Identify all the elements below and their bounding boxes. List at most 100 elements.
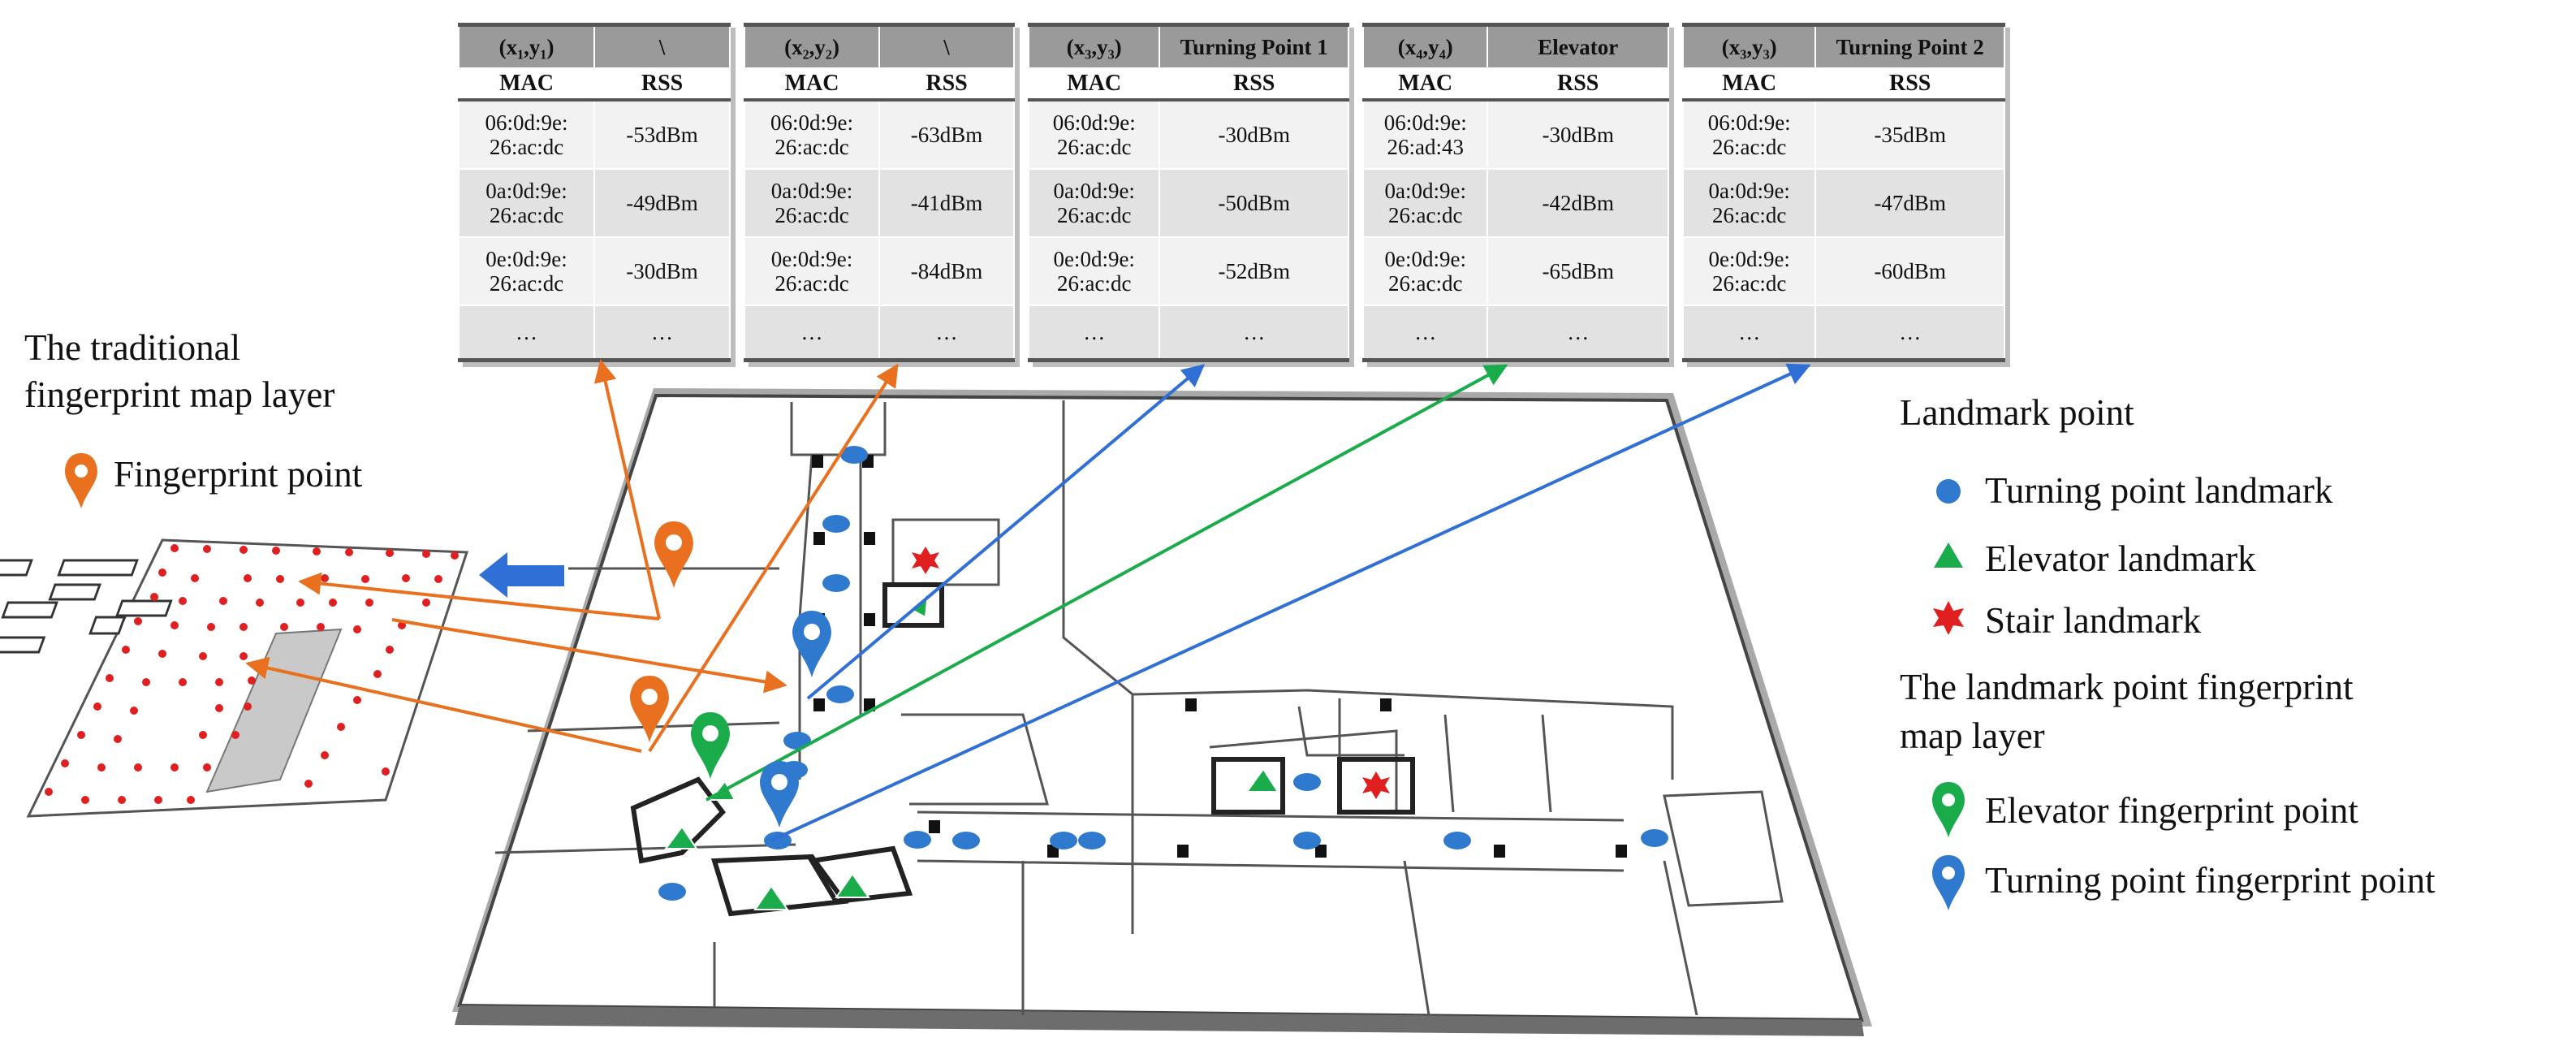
mac-cell: 0a:0d:9e: 26:ac:dc <box>1361 168 1489 238</box>
col-header-rss: RSS <box>878 67 1015 102</box>
table-label: Elevator <box>1486 23 1669 69</box>
col-header-mac: MAC <box>1361 67 1489 102</box>
rss-cell: -30dBm <box>1159 99 1349 170</box>
table-coord: (x₂,y₂) <box>743 23 881 69</box>
landmark-point-heading: Landmark point <box>1900 392 2134 433</box>
table-label: \ <box>878 23 1015 69</box>
rss-cell: -63dBm <box>878 99 1015 170</box>
col-header-rss: RSS <box>593 67 731 102</box>
table-label: Turning Point 1 <box>1159 23 1349 69</box>
elevator-landmark-icon <box>1934 542 1963 568</box>
stair-landmark-label: Stair landmark <box>1985 600 2202 641</box>
mac-cell: 06:0d:9e: 26:ac:dc <box>1681 99 1817 170</box>
floor-rooms <box>630 582 1415 917</box>
mac-cell: … <box>1361 305 1489 362</box>
col-header-mac: MAC <box>1681 67 1817 102</box>
mac-cell: … <box>743 305 881 362</box>
rss-cell: -49dBm <box>593 168 731 238</box>
col-header-mac: MAC <box>457 67 596 102</box>
elevator-landmark-label: Elevator landmark <box>1985 538 2256 579</box>
table-label: \ <box>593 23 731 69</box>
mac-cell: 0a:0d:9e: 26:ac:dc <box>457 168 596 238</box>
landmark-layer-title-line1: The landmark point fingerprint <box>1900 667 2354 707</box>
map-pin-blue-1 <box>792 611 831 677</box>
mac-cell: … <box>1027 305 1161 362</box>
mac-cell: … <box>1681 305 1817 362</box>
floor-plan <box>452 388 1872 1036</box>
mac-cell: 06:0d:9e: 26:ac:dc <box>743 99 881 170</box>
turning-point-1-link <box>806 364 1206 700</box>
rss-cell: -52dBm <box>1159 236 1349 306</box>
map-pin-blue-2 <box>760 761 799 828</box>
fingerprint-links <box>245 359 899 753</box>
mac-cell: 0a:0d:9e: 26:ac:dc <box>743 168 881 238</box>
col-header-rss: RSS <box>1486 67 1669 102</box>
mac-cell: 06:0d:9e: 26:ad:43 <box>1361 99 1489 170</box>
table-coord: (x₃,y₃) <box>1681 23 1817 69</box>
mac-cell: 0e:0d:9e: 26:ac:dc <box>1361 236 1489 306</box>
stair-landmark-icon <box>1933 601 1964 635</box>
mac-cell: 0e:0d:9e: 26:ac:dc <box>1027 236 1161 306</box>
elevator-link <box>705 364 1508 802</box>
mac-cell: 0e:0d:9e: 26:ac:dc <box>457 236 596 306</box>
rss-cell: -47dBm <box>1814 168 2005 238</box>
floor-walls <box>494 400 1784 1016</box>
rss-cell: -50dBm <box>1159 168 1349 238</box>
rss-cell: -60dBm <box>1814 236 2005 306</box>
floor-slab-top <box>457 393 1864 1022</box>
col-header-rss: RSS <box>1159 67 1349 102</box>
rss-cell: -30dBm <box>1486 99 1669 170</box>
turning-fingerprint-point-icon <box>1932 855 1965 910</box>
map-pin-orange-1 <box>654 521 693 588</box>
rss-cell: … <box>593 305 731 362</box>
turning-fingerprint-point-label: Turning point fingerprint point <box>1985 860 2436 901</box>
rss-cell: … <box>1814 305 2005 362</box>
turning-point-2-link <box>770 363 1811 842</box>
elevator-fingerprint-point-label: Elevator fingerprint point <box>1985 790 2358 831</box>
map-pin-orange-2 <box>630 676 669 742</box>
rss-cell: -30dBm <box>593 236 731 306</box>
table-coord: (x₁,y₁) <box>457 23 596 69</box>
mac-cell: 0a:0d:9e: 26:ac:dc <box>1027 168 1161 238</box>
rss-cell: -41dBm <box>878 168 1015 238</box>
turning-point-landmark-icon <box>1936 479 1961 504</box>
rss-cell: … <box>1486 305 1669 362</box>
rss-cell: -35dBm <box>1814 99 2005 170</box>
traditional-layer-title-line2: fingerprint map layer <box>24 374 335 415</box>
layer-arrow <box>479 552 564 598</box>
turning-point-landmark-label: Turning point landmark <box>1985 470 2333 511</box>
rss-cell: … <box>1159 305 1349 362</box>
rss-cell: -42dBm <box>1486 168 1669 238</box>
mac-cell: 0a:0d:9e: 26:ac:dc <box>1681 168 1817 238</box>
elevator-fingerprint-point-icon <box>1932 782 1965 837</box>
col-header-mac: MAC <box>1027 67 1161 102</box>
map-pin-green <box>691 712 730 779</box>
traditional-layer-title-line1: The traditional <box>24 327 241 368</box>
rss-cell: … <box>878 305 1015 362</box>
mac-cell: … <box>457 305 596 362</box>
mac-cell: 0e:0d:9e: 26:ac:dc <box>1681 236 1817 306</box>
rss-cell: -53dBm <box>593 99 731 170</box>
table-coord: (x₄,y₄) <box>1361 23 1489 69</box>
mac-cell: 06:0d:9e: 26:ac:dc <box>457 99 596 170</box>
table-label: Turning Point 2 <box>1814 23 2005 69</box>
mac-cell: 0e:0d:9e: 26:ac:dc <box>743 236 881 306</box>
mac-cell: 06:0d:9e: 26:ac:dc <box>1027 99 1161 170</box>
stair-landmarks <box>912 547 1390 799</box>
fingerprint-point-label: Fingerprint point <box>114 454 363 495</box>
col-header-mac: MAC <box>743 67 881 102</box>
rss-cell: -84dBm <box>878 236 1015 306</box>
floor-slab-front <box>455 1005 1864 1036</box>
fingerprint-point-pin-icon <box>65 453 97 508</box>
traditional-fingerprint-map <box>0 538 469 818</box>
landmark-layer-title-line2: map layer <box>1900 715 2045 756</box>
table-coord: (x₃,y₃) <box>1027 23 1161 69</box>
col-header-rss: RSS <box>1814 67 2005 102</box>
rss-cell: -65dBm <box>1486 236 1669 306</box>
